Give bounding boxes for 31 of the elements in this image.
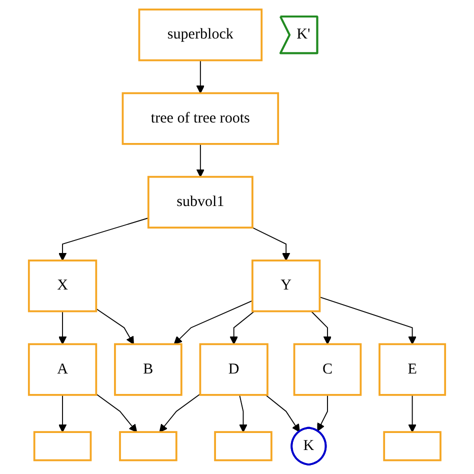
arrow <box>230 310 255 345</box>
node-box <box>383 431 442 462</box>
node-box: A <box>28 343 98 396</box>
arrow <box>58 218 149 261</box>
node-box: Y <box>251 260 321 312</box>
arrow <box>96 308 134 345</box>
node-box: E <box>378 343 446 396</box>
arrow <box>159 394 201 432</box>
arrow <box>174 300 253 345</box>
arrow <box>265 394 300 432</box>
arrow <box>96 394 138 432</box>
arrow <box>196 60 205 94</box>
node-box <box>33 431 92 462</box>
node-box: subvol1 <box>147 176 254 229</box>
node-box <box>214 431 272 462</box>
arrow <box>58 310 67 345</box>
arrow <box>317 394 328 432</box>
node-box: C <box>293 343 362 396</box>
arrow <box>252 227 290 261</box>
node-box: superblock <box>138 8 263 62</box>
arrow <box>239 394 248 432</box>
node-box <box>119 431 178 462</box>
arrow <box>58 394 67 432</box>
node-box: tree of tree roots <box>122 92 280 145</box>
arrow <box>310 310 332 345</box>
node-box: B <box>114 343 182 396</box>
node-box: D <box>199 343 268 396</box>
arrow <box>408 394 416 432</box>
arrow <box>319 296 416 345</box>
arrow <box>196 143 205 178</box>
node-box: X <box>28 260 98 312</box>
